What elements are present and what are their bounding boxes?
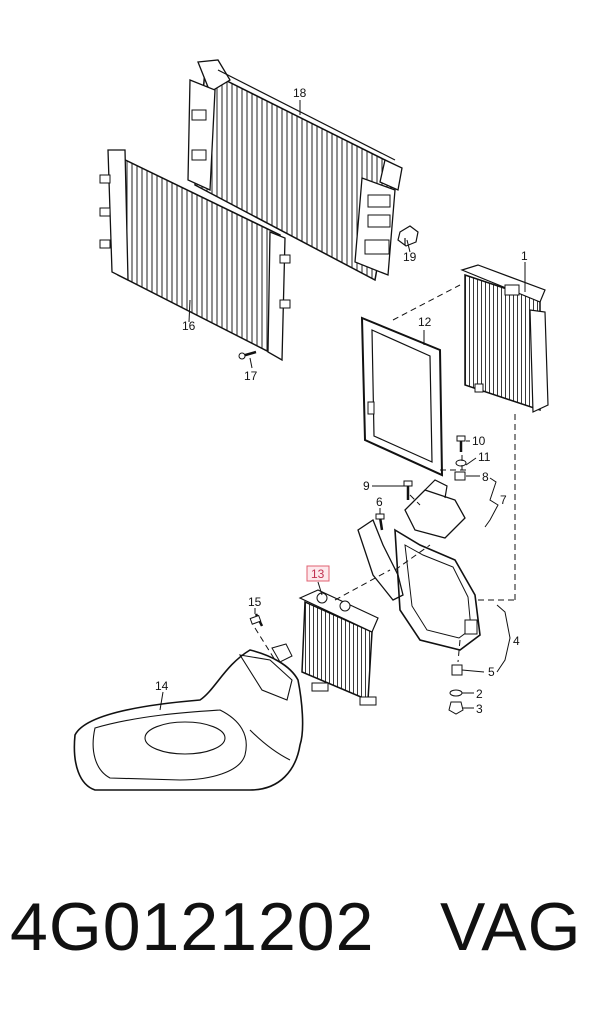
callout-13-highlight: 13: [306, 565, 330, 582]
callout-18: 18: [293, 86, 307, 100]
lower-bracket-part-4: [357, 519, 481, 651]
nut-part-3: [448, 701, 464, 715]
callout-labels: 1 2 3 4 5 6 7 8 9 10 11 12 14 15 16 17 1…: [155, 86, 528, 716]
fastener-part-19: [397, 225, 419, 247]
fastener-part-5: [451, 664, 463, 676]
part-number: 4G0121202: [10, 889, 375, 965]
auxiliary-radiator-part-1: [460, 264, 549, 413]
callout-3: 3: [476, 702, 483, 716]
auxiliary-cooler-part-13: [298, 589, 379, 706]
callout-16: 16: [182, 319, 196, 333]
exploded-parts-diagram: 1 2 3 4 5 6 7 8 9 10 11 12 14 15 16 17 1…: [73, 59, 549, 791]
upper-bracket-part-7: [404, 479, 466, 539]
air-duct-part-14: [73, 643, 304, 791]
washer-part-2: [449, 689, 463, 697]
grommet-part-8: [454, 471, 466, 481]
bolt-part-10: [456, 435, 466, 452]
callout-10: 10: [472, 434, 486, 448]
washer-part-11: [455, 459, 467, 467]
callout-7: 7: [500, 493, 507, 507]
callout-4: 4: [513, 634, 520, 648]
callout-13: 13: [311, 567, 325, 581]
callout-8: 8: [482, 470, 489, 484]
callout-19: 19: [403, 250, 417, 264]
callout-13-box: [306, 565, 330, 582]
assembly-dashed-lines: [254, 284, 516, 663]
bolt-part-17: [238, 350, 257, 360]
main-radiator-part-18: [187, 59, 403, 282]
callout-5: 5: [488, 665, 495, 679]
callout-12: 12: [418, 315, 432, 329]
bolt-part-9: [403, 480, 413, 500]
callout-9: 9: [363, 479, 370, 493]
bolt-part-15: [249, 613, 264, 627]
condenser-part-16: [99, 149, 291, 362]
callout-14: 14: [155, 679, 169, 693]
bolt-part-6: [375, 513, 385, 531]
seal-frame-part-12: [360, 316, 444, 477]
callout-11: 11: [478, 450, 491, 464]
callout-2: 2: [476, 687, 483, 701]
callout-leader-lines: [159, 100, 526, 711]
callout-17: 17: [244, 369, 258, 383]
callout-1: 1: [521, 249, 528, 263]
brand-name: VAG: [440, 889, 582, 965]
callout-6: 6: [376, 495, 383, 509]
callout-15: 15: [248, 595, 262, 609]
